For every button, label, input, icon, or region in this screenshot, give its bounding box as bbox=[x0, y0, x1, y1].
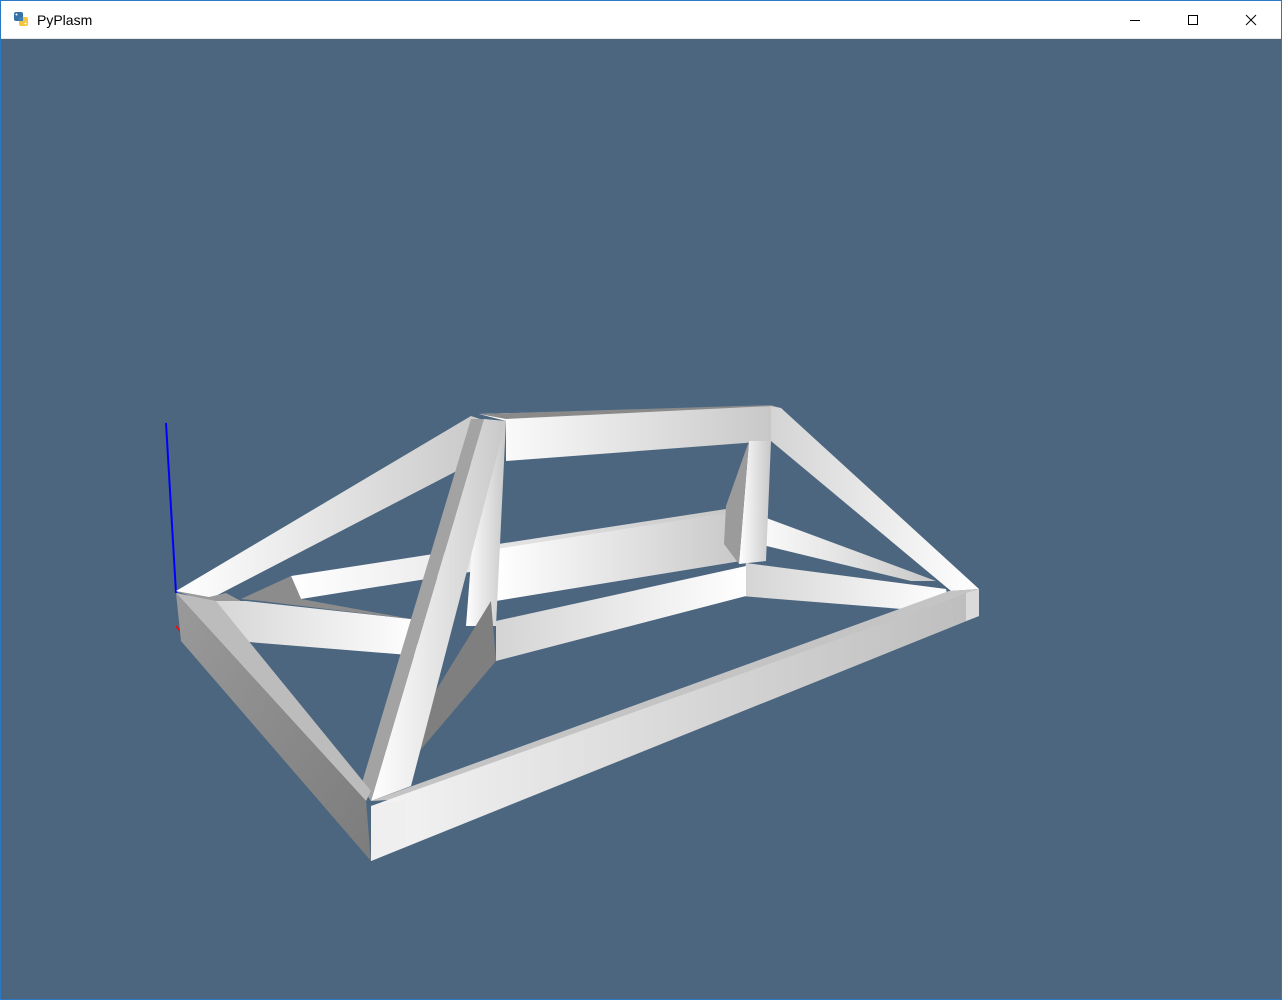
diagonal-brace-side bbox=[361, 419, 484, 801]
left-cross-beam-top bbox=[241, 576, 411, 619]
z-axis-line bbox=[165, 422, 177, 594]
maximize-button[interactable] bbox=[1164, 1, 1222, 38]
minimize-button[interactable] bbox=[1106, 1, 1164, 38]
right-rafter bbox=[771, 406, 979, 591]
close-icon bbox=[1245, 14, 1257, 25]
front-base-beam-face bbox=[371, 589, 979, 861]
corner-block bbox=[371, 799, 406, 861]
window-title: PyPlasm bbox=[37, 12, 93, 28]
left-rafter-edge bbox=[176, 591, 241, 601]
front-base-beam-top bbox=[371, 589, 979, 801]
python-icon bbox=[14, 12, 28, 26]
left-base-beam-side bbox=[176, 593, 371, 861]
back-inner-beam bbox=[496, 513, 741, 601]
right-inner-beam-lower bbox=[746, 516, 936, 581]
back-top-beam-top bbox=[479, 405, 781, 419]
middle-bottom-beam bbox=[496, 566, 746, 661]
left-base-beam-top bbox=[176, 593, 371, 801]
right-post-shadow bbox=[724, 441, 749, 564]
maximize-icon bbox=[1188, 14, 1198, 25]
close-button[interactable] bbox=[1222, 1, 1280, 38]
right-bottom-beam bbox=[741, 563, 951, 613]
diagonal-brace-shadow bbox=[411, 601, 496, 761]
right-post bbox=[739, 441, 771, 564]
right-corner-block bbox=[966, 589, 979, 621]
center-post bbox=[466, 421, 506, 626]
3d-viewport[interactable] bbox=[1, 38, 1281, 999]
left-rafter bbox=[176, 416, 486, 601]
diagonal-brace bbox=[371, 419, 506, 801]
title-bar[interactable]: PyPlasm bbox=[1, 1, 1281, 39]
back-top-beam bbox=[479, 406, 771, 461]
minimize-icon bbox=[1130, 19, 1140, 21]
left-cross-beam bbox=[206, 601, 421, 656]
